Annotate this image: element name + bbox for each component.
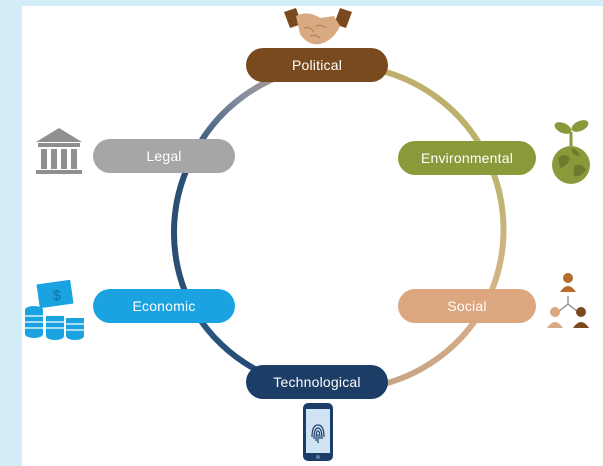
courthouse-icon — [36, 128, 82, 174]
people-network-icon — [547, 273, 589, 328]
legal-label: Legal — [146, 148, 182, 164]
legal-node: Legal — [93, 139, 235, 173]
diagram-canvas: $ Pol — [22, 6, 603, 466]
social-node: Social — [398, 289, 536, 323]
ring-arc-legal-economic — [170, 158, 194, 305]
smartphone-fingerprint-icon — [303, 403, 333, 461]
political-node: Political — [246, 48, 388, 82]
technological-node: Technological — [246, 365, 388, 399]
svg-text:$: $ — [53, 287, 61, 303]
environmental-label: Environmental — [420, 150, 514, 166]
economic-node: Economic — [93, 289, 235, 323]
globe-plant-icon — [552, 120, 590, 184]
economic-label: Economic — [132, 298, 196, 314]
technological-label: Technological — [273, 374, 361, 390]
political-label: Political — [291, 57, 343, 73]
environmental-node: Environmental — [398, 141, 536, 175]
money-coins-icon: $ — [25, 279, 84, 340]
ring-arc-environmental-social — [483, 156, 507, 305]
social-label: Social — [447, 298, 487, 314]
handshake-icon — [284, 8, 352, 45]
